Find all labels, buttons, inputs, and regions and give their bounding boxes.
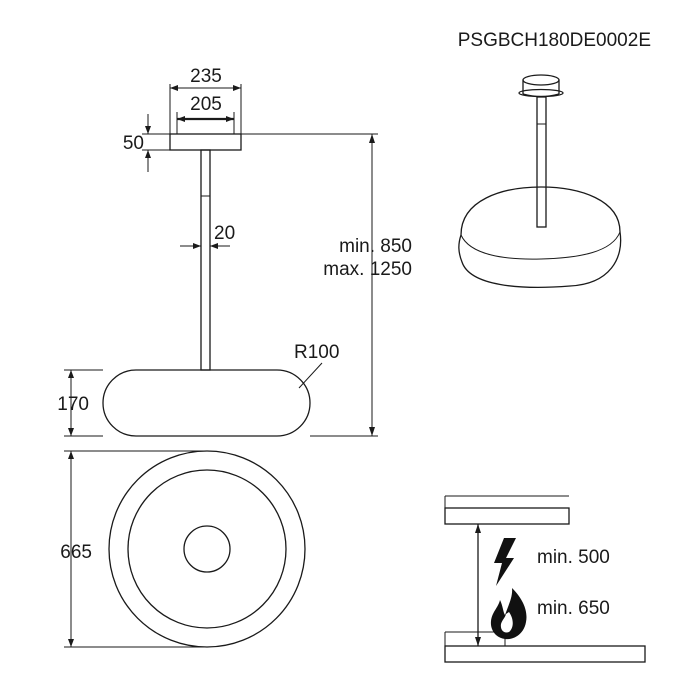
dim-20: 20 bbox=[180, 223, 235, 249]
clearance-hood bbox=[444, 507, 570, 525]
center-light bbox=[183, 525, 231, 573]
dim-r100-label: R100 bbox=[294, 342, 339, 363]
dim-r100: R100 bbox=[294, 342, 339, 389]
dim-20-label: 20 bbox=[214, 223, 235, 244]
hood-body bbox=[102, 369, 311, 437]
suspension-rod bbox=[200, 149, 211, 371]
dim-50: 50 bbox=[123, 114, 378, 172]
dim-205-label: 205 bbox=[190, 94, 222, 115]
model-code: PSGBCH180DE0002E bbox=[458, 30, 651, 51]
clearance-hob bbox=[444, 645, 646, 663]
ceiling-mount bbox=[169, 133, 242, 151]
dim-hang-min-label: min. 850 bbox=[339, 236, 412, 257]
dim-170: 170 bbox=[57, 369, 103, 437]
dim-235-label: 235 bbox=[190, 66, 222, 87]
dim-170-label: 170 bbox=[57, 394, 89, 415]
dim-665-label: 665 bbox=[60, 542, 92, 563]
perspective-body bbox=[458, 186, 622, 288]
dim-hang-height: min. 850 max. 1250 bbox=[310, 134, 412, 437]
lightning-icon bbox=[494, 538, 516, 586]
top-view bbox=[108, 450, 306, 648]
dim-235: 235 bbox=[169, 66, 242, 134]
dim-205: 205 bbox=[176, 94, 235, 134]
inner-ring bbox=[127, 469, 287, 629]
dim-hang-max-label: max. 1250 bbox=[323, 259, 412, 280]
outer-ring bbox=[108, 450, 306, 648]
side-view bbox=[102, 133, 311, 437]
clearance-gas-label: min. 650 bbox=[537, 598, 610, 619]
clearance-electric-label: min. 500 bbox=[537, 547, 610, 568]
perspective-rod bbox=[536, 96, 547, 228]
clearance-diagram: min. 500 min. 650 bbox=[444, 495, 646, 663]
dim-665: 665 bbox=[60, 450, 207, 648]
dim-50-label: 50 bbox=[123, 133, 144, 154]
perspective-view bbox=[458, 74, 622, 288]
